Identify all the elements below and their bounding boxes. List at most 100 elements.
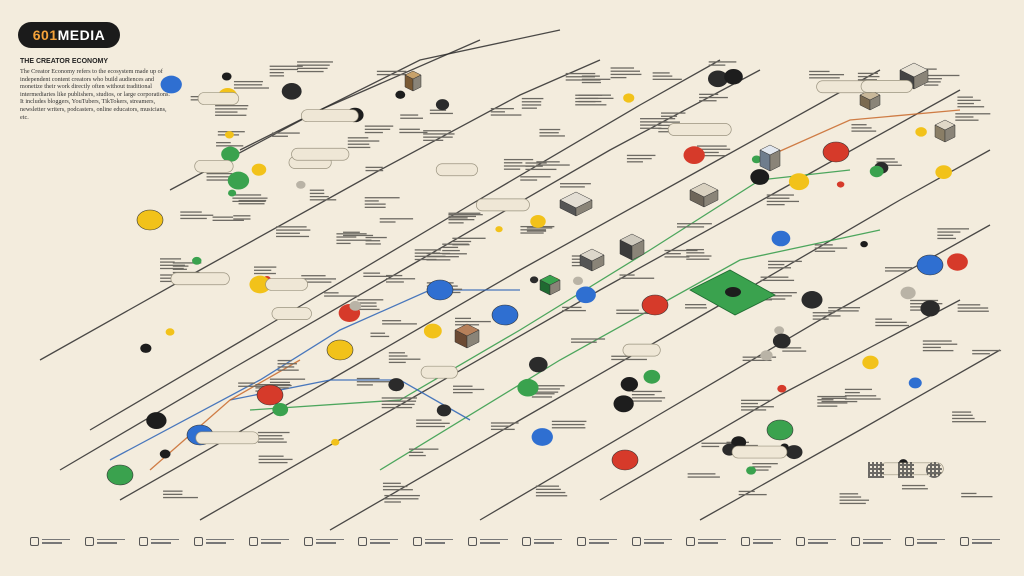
- caption-line: [955, 119, 979, 121]
- node-dot: [869, 165, 884, 178]
- caption-line: [269, 65, 303, 67]
- node-dot: [751, 155, 762, 164]
- node-dot: [908, 377, 922, 389]
- caption-line: [364, 125, 394, 127]
- footer-item: [248, 536, 289, 546]
- caption-line: [955, 116, 974, 118]
- footer-item: [741, 536, 782, 546]
- caption-line: [416, 425, 445, 428]
- caption-line: [254, 266, 277, 268]
- caption-line: [901, 484, 926, 487]
- intro-title: THE CREATOR ECONOMY: [20, 58, 109, 65]
- caption-line: [766, 200, 800, 203]
- node-dot: [750, 169, 770, 185]
- connector-line: [119, 69, 881, 501]
- caption-line: [769, 295, 792, 297]
- caption-line: [551, 427, 586, 429]
- caption-line: [382, 485, 408, 488]
- caption-line: [520, 179, 538, 181]
- footer-item: [850, 536, 891, 546]
- caption-line: [952, 411, 972, 413]
- caption-line: [206, 179, 242, 181]
- caption-line: [215, 105, 249, 107]
- caption-line: [423, 130, 451, 132]
- caption-line: [269, 68, 299, 71]
- caption-line: [766, 203, 785, 206]
- caption-line: [839, 502, 866, 505]
- caption-line: [503, 168, 521, 170]
- caption-line: [453, 391, 473, 394]
- caption-line: [206, 176, 233, 178]
- footer-icon: [631, 536, 641, 546]
- caption-line: [708, 61, 737, 63]
- label-capsule: [170, 272, 230, 286]
- caption-line: [539, 128, 561, 131]
- caption-line: [581, 81, 601, 84]
- node-dot: [915, 127, 927, 137]
- node-dot: [771, 230, 791, 247]
- caption-line: [388, 358, 421, 360]
- node-dot: [801, 291, 823, 309]
- caption-line: [448, 212, 481, 214]
- node-dot: [517, 378, 539, 397]
- node-dot: [785, 445, 803, 460]
- node-dot: [388, 378, 405, 392]
- caption-line: [539, 135, 565, 137]
- caption-line: [364, 200, 379, 202]
- caption-line: [676, 223, 712, 225]
- caption-line: [385, 278, 416, 280]
- caption-line: [952, 421, 987, 423]
- caption-line: [357, 305, 377, 307]
- caption-line: [812, 312, 835, 314]
- caption-line: [324, 292, 339, 294]
- node-dot: [862, 355, 879, 370]
- node-dot: [774, 326, 785, 335]
- caption-line: [180, 214, 214, 216]
- node-dot: [529, 356, 548, 373]
- caption-line: [685, 307, 707, 309]
- caption-line: [839, 499, 870, 501]
- caption-line: [768, 260, 802, 263]
- caption-line: [769, 292, 797, 294]
- caption-line: [701, 445, 720, 448]
- node-dot: [349, 300, 362, 311]
- caption-line: [160, 274, 175, 276]
- footer-icon: [795, 536, 805, 546]
- caption-line: [619, 274, 635, 276]
- caption-line: [423, 136, 453, 138]
- footer-item: [84, 536, 125, 546]
- caption-line: [616, 312, 649, 315]
- caption-line: [839, 493, 859, 495]
- node-dot: [707, 70, 728, 88]
- caption-line: [685, 303, 707, 306]
- caption-line: [535, 491, 566, 494]
- caption-line: [416, 419, 442, 421]
- caption-line: [578, 97, 614, 100]
- caption-line: [301, 275, 326, 277]
- node-dot: [572, 276, 584, 286]
- node-dot: [495, 226, 503, 233]
- caption-line: [490, 114, 522, 116]
- footer-caption: [370, 538, 399, 544]
- caption-line: [766, 197, 790, 199]
- footer-caption: [698, 538, 727, 544]
- caption-line: [381, 406, 413, 409]
- footer-icon: [905, 536, 915, 546]
- label-capsule: [291, 147, 350, 161]
- caption-line: [448, 222, 464, 224]
- caption-line: [957, 99, 981, 102]
- caption-line: [559, 183, 591, 185]
- caption-line: [269, 72, 284, 74]
- caption-line: [442, 249, 460, 252]
- caption-line: [742, 359, 772, 362]
- caption-line: [539, 132, 559, 134]
- caption-line: [455, 317, 471, 320]
- caption-line: [571, 338, 606, 340]
- label-capsule: [475, 198, 530, 212]
- caption-line: [399, 128, 420, 130]
- node-dot: [860, 241, 868, 248]
- caption-line: [924, 81, 941, 83]
- caption-line: [363, 272, 381, 274]
- node-dot: [249, 275, 271, 294]
- footer-item: [522, 536, 563, 546]
